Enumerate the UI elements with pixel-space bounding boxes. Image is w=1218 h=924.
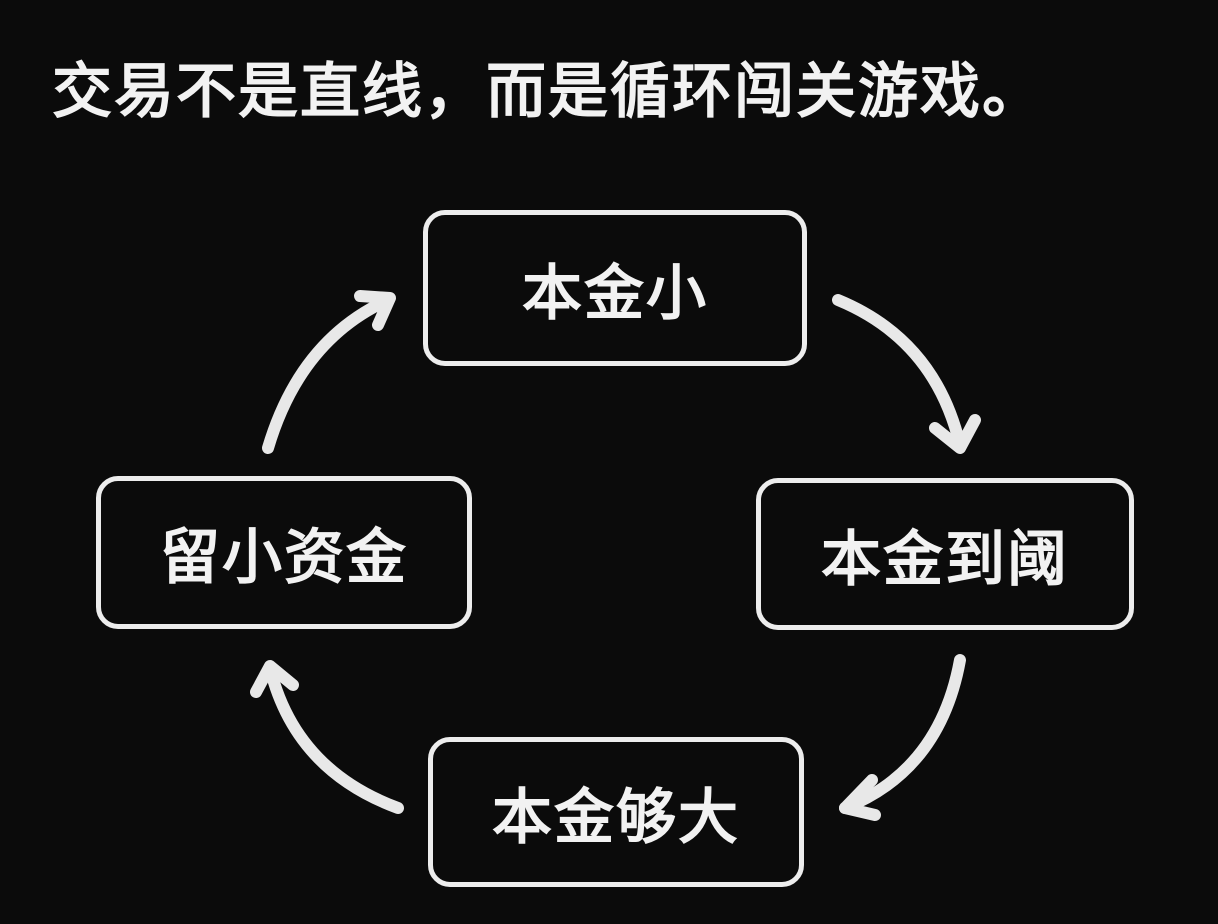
arrow-top-to-right <box>832 294 981 454</box>
arrow-left-to-top <box>262 290 396 454</box>
node-principal-small: 本金小 <box>423 210 807 366</box>
arrow-bottom-to-left <box>250 660 404 814</box>
diagram-title: 交易不是直线，而是循环闯关游戏。 <box>52 57 1044 127</box>
node-principal-large: 本金够大 <box>428 737 804 887</box>
arrow-right-to-bottom <box>839 654 966 821</box>
node-principal-threshold: 本金到阈 <box>756 478 1134 630</box>
node-principal-threshold-label: 本金到阈 <box>821 524 1069 595</box>
node-principal-large-label: 本金够大 <box>492 782 740 853</box>
node-keep-small-funds-label: 留小资金 <box>160 523 408 593</box>
node-keep-small-funds: 留小资金 <box>96 476 472 629</box>
node-principal-small-label: 本金小 <box>522 258 708 329</box>
